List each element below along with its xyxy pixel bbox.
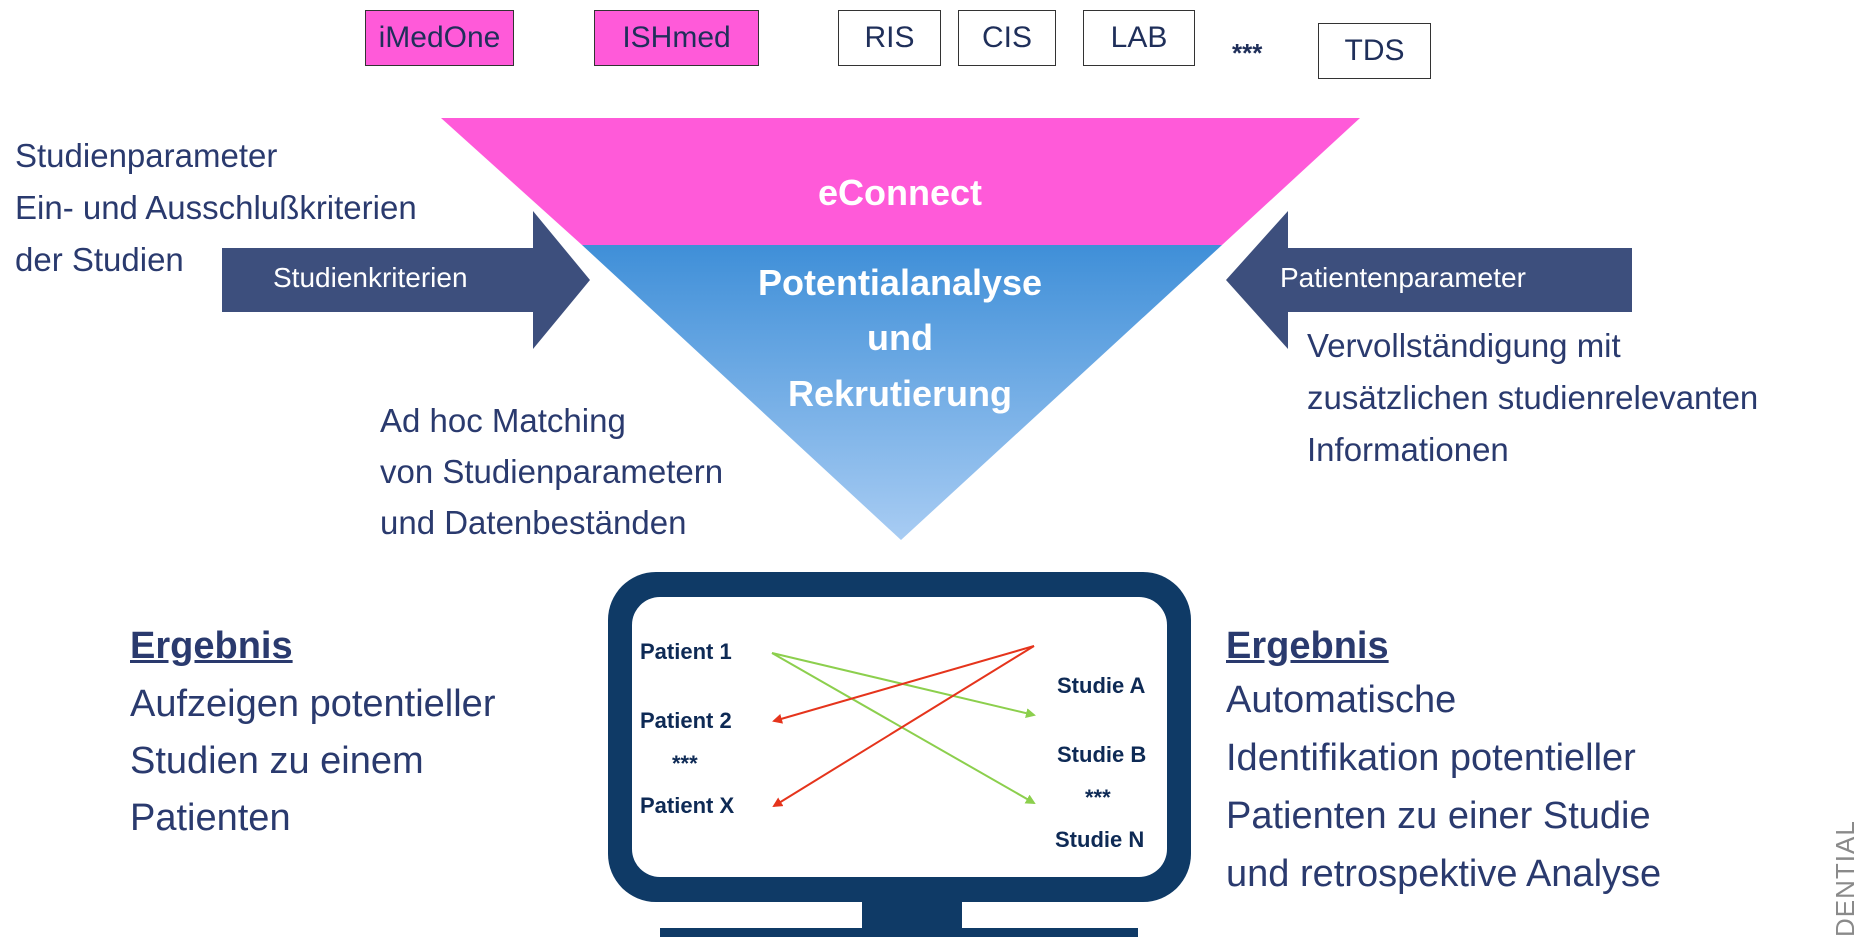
study-label-a: Studie A <box>1057 673 1146 698</box>
right-arrow <box>1226 211 1632 349</box>
result-left-line-1: Aufzeigen potentieller <box>130 683 496 725</box>
funnel-top-segment <box>441 118 1360 245</box>
funnel-line-3: Rekrutierung <box>787 373 1013 414</box>
funnel-line-1: Potentialanalyse <box>757 262 1043 303</box>
left-note-1: Studienparameter <box>15 137 278 174</box>
patient-label-2: Patient 2 <box>640 708 732 733</box>
matching-note-1: Ad hoc Matching <box>380 402 626 439</box>
system-box-tds: TDS <box>1318 23 1431 79</box>
left-arrow-label: Studienkriterien <box>273 262 468 293</box>
result-right-line-1: Automatische <box>1226 679 1457 721</box>
result-right-line-3: Patienten zu einer Studie <box>1226 795 1651 837</box>
right-arrow-label: Patientenparameter <box>1280 262 1526 293</box>
study-ellipsis: *** <box>1085 785 1111 810</box>
right-note-3: Informationen <box>1307 431 1509 468</box>
matching-note-2: von Studienparametern <box>380 453 724 490</box>
result-right-heading: Ergebnis <box>1226 625 1389 667</box>
left-note-2: Ein- und Ausschlußkriterien <box>15 189 417 226</box>
match-line-p1-n <box>771 652 1036 804</box>
result-right-line-4: und retrospektive Analyse <box>1226 853 1662 895</box>
monitor-neck <box>862 902 962 932</box>
result-left-line-3: Patienten <box>130 797 291 839</box>
result-left-heading: Ergebnis <box>130 625 293 667</box>
systems-ellipsis: *** <box>1232 38 1263 68</box>
result-left-line-2: Studien zu einem <box>130 740 424 782</box>
left-note-3: der Studien <box>15 241 184 278</box>
patient-ellipsis: *** <box>672 751 698 776</box>
patient-label-x: Patient X <box>640 793 735 818</box>
study-label-n: Studie N <box>1055 827 1145 851</box>
result-right-line-2: Identifikation potentieller <box>1226 737 1636 779</box>
left-arrow <box>222 211 590 349</box>
monitor-stand <box>660 928 1138 937</box>
match-line-study-px <box>772 645 1035 808</box>
system-box-lab: LAB <box>1083 10 1195 66</box>
right-note-2: zusätzlichen studienrelevanten <box>1307 379 1759 416</box>
funnel-bottom-segment <box>582 245 1222 540</box>
matching-note-3: und Datenbeständen <box>380 504 687 541</box>
funnel-top-label: eConnect <box>817 172 983 213</box>
monitor-screen <box>632 597 1167 877</box>
system-box-imedone: iMedOne <box>365 10 514 66</box>
confidential-watermark: DENTIAL <box>1830 820 1860 937</box>
system-box-cis: CIS <box>958 10 1056 66</box>
system-box-ris: RIS <box>838 10 941 66</box>
study-label-b: Studie B <box>1057 742 1147 767</box>
right-note-1: Vervollständigung mit <box>1307 327 1621 364</box>
system-box-ishmed: ISHmed <box>594 10 759 66</box>
patient-label-1: Patient 1 <box>640 639 732 664</box>
match-line-study-p2 <box>772 645 1035 724</box>
funnel-line-2: und <box>867 317 933 358</box>
